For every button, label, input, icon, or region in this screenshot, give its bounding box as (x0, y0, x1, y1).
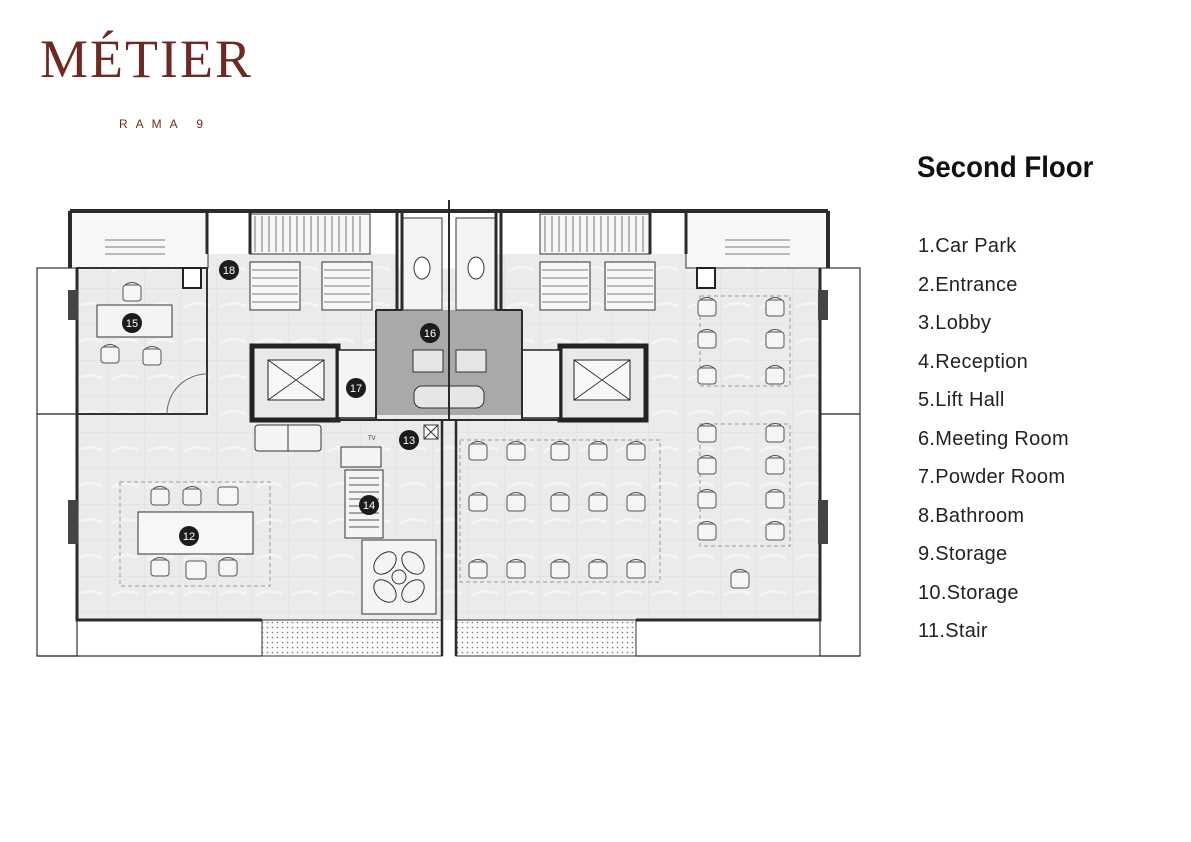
dining-chair (506, 559, 526, 579)
dining-area (459, 295, 791, 589)
dining-chair (468, 441, 488, 461)
svg-text:12: 12 (183, 531, 195, 543)
svg-text:15: 15 (126, 318, 138, 330)
svg-text:18: 18 (223, 265, 235, 277)
marker-12: 12 (179, 526, 199, 546)
dining-chair (697, 521, 717, 541)
brand-logo-wordmark: MÉTIER (40, 29, 253, 89)
planter-right (455, 619, 637, 657)
marker-15: 15 (122, 313, 142, 333)
dining-chair (697, 423, 717, 443)
legend-item-8: 8.Bathroom (918, 504, 1025, 527)
svg-text:13: 13 (403, 435, 415, 447)
legend-item-2: 2.Entrance (918, 273, 1018, 296)
dining-chair (697, 297, 717, 317)
dining-chair (697, 365, 717, 385)
bathroom-core (376, 217, 522, 415)
legend-item-11: 11.Stair (918, 620, 988, 642)
legend-item-3: 3.Lobby (918, 312, 992, 334)
tv-label: TV (368, 436, 376, 442)
dining-chair (626, 492, 646, 512)
legend-item-10: 10.Storage (918, 581, 1019, 604)
dining-chair (468, 492, 488, 512)
dining-chair (506, 492, 526, 512)
legend-item-6: 6.Meeting Room (918, 427, 1069, 450)
dining-chair (468, 559, 488, 579)
room-legend: 1.Car Park 2.Entrance 3.Lobby 4.Receptio… (918, 232, 1069, 656)
dining-chair (765, 329, 785, 349)
office-room (76, 267, 208, 415)
dining-chair (697, 455, 717, 475)
dining-chair (697, 489, 717, 509)
marker-18: 18 (219, 260, 239, 280)
dining-chair (626, 441, 646, 461)
dining-chair (730, 569, 750, 589)
marker-13: 13 (399, 430, 419, 450)
legend-item-1: 1.Car Park (918, 235, 1017, 257)
floor-title: Second Floor (917, 151, 1094, 184)
marker-14: 14 (359, 495, 379, 515)
marker-17: 17 (346, 378, 366, 398)
legend-item-4: 4.Reception (918, 350, 1029, 373)
brand-logo-subtitle: RAMA 9 (119, 117, 212, 131)
dining-chair (588, 559, 608, 579)
dining-chair (765, 455, 785, 475)
dining-chair (765, 365, 785, 385)
legend-item-7: 7.Powder Room (918, 466, 1066, 488)
dining-chair (550, 441, 570, 461)
dining-chair (697, 329, 717, 349)
svg-text:17: 17 (350, 383, 362, 395)
dining-chair (626, 559, 646, 579)
svg-text:14: 14 (363, 500, 375, 512)
dining-chair (588, 492, 608, 512)
dining-chair (506, 441, 526, 461)
dining-chair (765, 297, 785, 317)
legend-item-5: 5.Lift Hall (918, 389, 1005, 411)
legend-item-9: 9.Storage (918, 543, 1008, 565)
dining-chair (588, 441, 608, 461)
walls (68, 200, 830, 656)
svg-text:16: 16 (424, 328, 436, 340)
plan-markers: 12 13 14 15 16 17 18 (122, 260, 440, 546)
marker-16: 16 (420, 323, 440, 343)
dining-chair (765, 521, 785, 541)
planter-left (261, 619, 443, 657)
dining-chair (765, 423, 785, 443)
dining-chair (550, 559, 570, 579)
dining-chair (765, 489, 785, 509)
dining-chair (550, 492, 570, 512)
